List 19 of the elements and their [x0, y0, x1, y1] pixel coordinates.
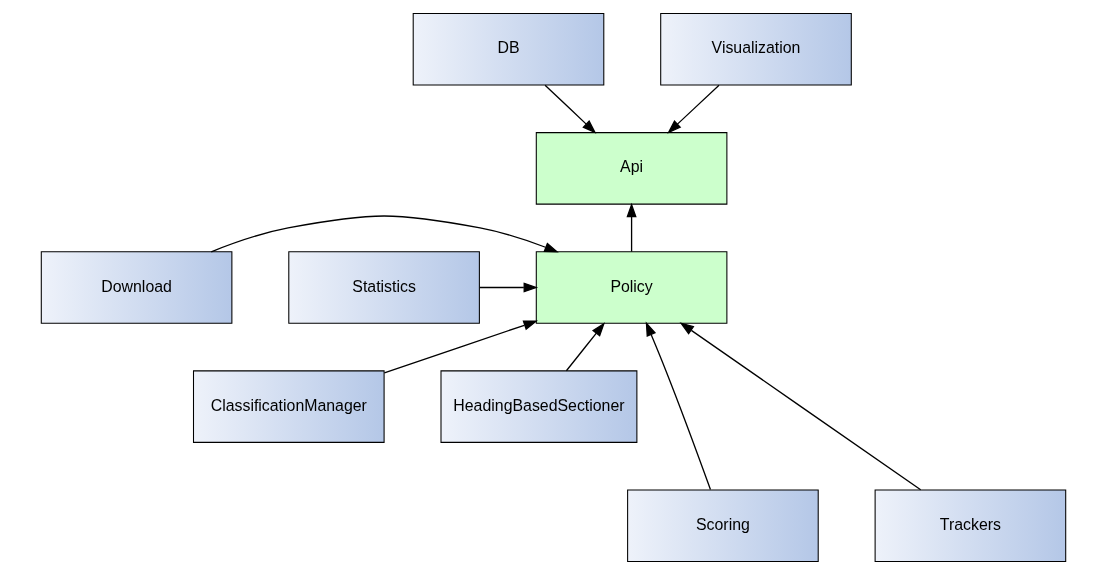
- node-box: Trackers: [874, 489, 1067, 562]
- node-box: Policy: [535, 251, 728, 324]
- node-box: HeadingBasedSectioner: [440, 370, 638, 443]
- arrow: [210, 215, 559, 253]
- node-box: Visualization: [660, 13, 852, 86]
- arrow: [645, 321, 712, 491]
- arrow: [383, 320, 538, 374]
- node-box: Scoring: [627, 489, 819, 562]
- arrow: [626, 202, 637, 253]
- arrow: [479, 282, 539, 293]
- node-box: Download: [40, 251, 233, 324]
- arrow: [667, 84, 720, 134]
- arrow: [679, 322, 922, 491]
- node-box: Api: [535, 132, 728, 205]
- arrow: [565, 322, 606, 372]
- arrow: [544, 84, 597, 134]
- node-box: DB: [412, 13, 605, 86]
- node-box: Statistics: [288, 251, 480, 324]
- node-box: ClassificationManager: [192, 370, 385, 443]
